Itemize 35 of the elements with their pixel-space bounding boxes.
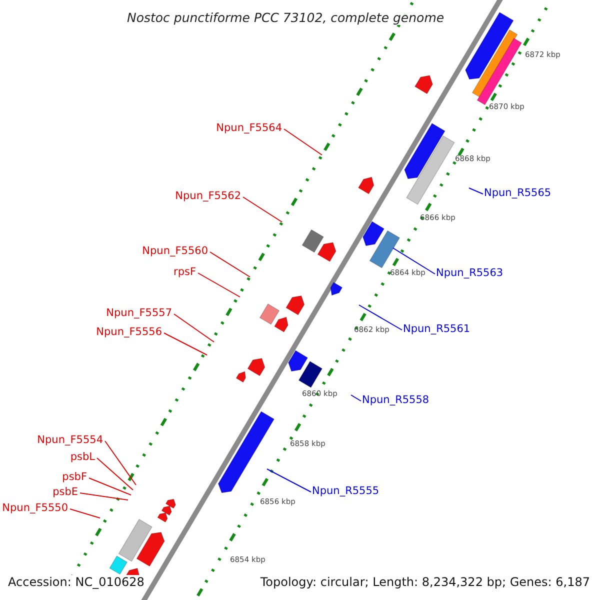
leader-line [350,394,362,402]
gene-label: Npun_F5564 [216,122,282,134]
leader-line [210,252,250,278]
gene-label: Npun_R5563 [436,267,504,279]
leader-line [198,272,240,298]
gene-label: psbF [62,471,87,483]
map-title: Nostoc punctiforme PCC 73102, complete genome [127,10,444,25]
gene-label: rpsF [174,266,196,278]
leader-line [80,492,128,500]
leader-line [96,458,134,490]
leader-line [174,314,214,342]
leader-line [468,188,484,194]
leader-line [284,128,322,156]
leader-line [266,468,312,492]
gene-label: Npun_F5560 [142,245,208,257]
leader-line [104,440,136,486]
leader-line [242,196,282,222]
gene-label: Npun_F5562 [175,190,241,202]
leader-line [70,508,100,518]
leader-line [392,248,436,274]
gene-label: Npun_F5557 [106,307,172,319]
gene-label: Npun_F5550 [2,502,68,514]
genome-info: Topology: circular; Length: 8,234,322 bp; Genes: 6,187 [260,575,590,589]
leader-line [358,304,402,330]
genome-info: Accession: NC_010628 [8,575,144,589]
gene-label: Npun_F5554 [37,434,103,446]
leader-line [164,332,208,356]
leader-line [88,478,132,496]
gene-label: Npun_F5556 [96,326,162,338]
gene-label: Npun_R5561 [403,323,470,335]
gene-label: Npun_R5565 [484,187,552,199]
gene-label: psbL [70,451,95,463]
gene-label: psbE [52,486,78,498]
gene-label: Npun_R5558 [362,394,430,406]
gene-label: Npun_R5555 [312,485,380,497]
